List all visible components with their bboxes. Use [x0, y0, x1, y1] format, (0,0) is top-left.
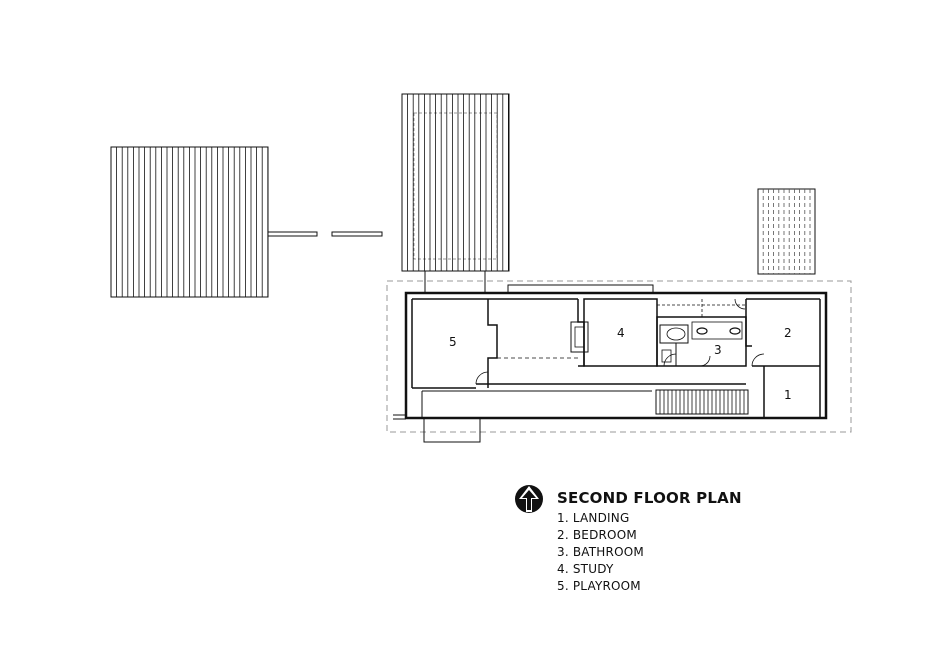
roof-left	[110, 146, 269, 298]
room-number-bedroom: 2	[784, 326, 792, 340]
roof-right-small	[757, 188, 816, 275]
room-number-landing: 1	[784, 388, 792, 402]
legend-item-playroom: 5. PLAYROOM	[557, 579, 641, 593]
legend-item-bedroom: 2. BEDROOM	[557, 528, 637, 542]
beam-connector	[267, 231, 383, 237]
plan-title: SECOND FLOOR PLAN	[557, 489, 742, 507]
room-number-study: 4	[617, 326, 625, 340]
legend-item-study: 4. STUDY	[557, 562, 614, 576]
north-arrow-icon	[513, 483, 545, 520]
room-number-playroom: 5	[449, 335, 457, 349]
door-swings	[475, 298, 765, 385]
room-legend: 1. LANDING 2. BEDROOM 3. BATHROOM 4. STU…	[557, 510, 644, 595]
roof-center	[401, 93, 510, 272]
legend-item-bathroom: 3. BATHROOM	[557, 545, 644, 559]
overhang-outline	[386, 280, 852, 433]
legend-item-landing: 1. LANDING	[557, 511, 630, 525]
room-number-bathroom: 3	[714, 343, 722, 357]
house-walls	[393, 284, 828, 443]
